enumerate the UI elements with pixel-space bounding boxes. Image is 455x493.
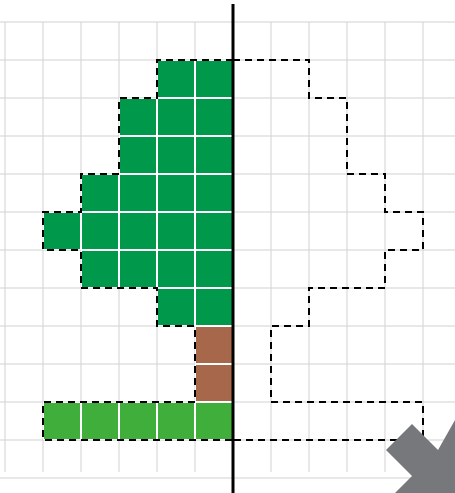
foliage-cell [195,60,233,98]
foliage-cell [157,136,195,174]
foliage-cell [157,174,195,212]
ground-cell [43,402,81,440]
trunk-cell [195,364,233,402]
foliage-cell [195,136,233,174]
foliage-cell [119,174,157,212]
trunk-cell [195,326,233,364]
foliage-cell [119,250,157,288]
foliage-cell [157,60,195,98]
foliage-cell [157,288,195,326]
arrow-down-right-icon [386,420,455,493]
ground-cell [81,402,119,440]
foliage-cell [195,212,233,250]
foliage-cell [195,174,233,212]
foliage-cell [81,174,119,212]
foliage-cell [81,250,119,288]
ground-cell [119,402,157,440]
foliage-cell [157,98,195,136]
arrow-shape [386,420,455,493]
foliage-cell [195,250,233,288]
foliage-cell [157,212,195,250]
foliage-cell [43,212,81,250]
foliage-cell [195,98,233,136]
ground-cell [195,402,233,440]
foliage-cell [119,98,157,136]
foliage-cell [81,212,119,250]
foliage-cell [119,212,157,250]
foliage-cell [119,136,157,174]
foliage-cell [157,250,195,288]
foliage-cell [195,288,233,326]
ground-cell [157,402,195,440]
